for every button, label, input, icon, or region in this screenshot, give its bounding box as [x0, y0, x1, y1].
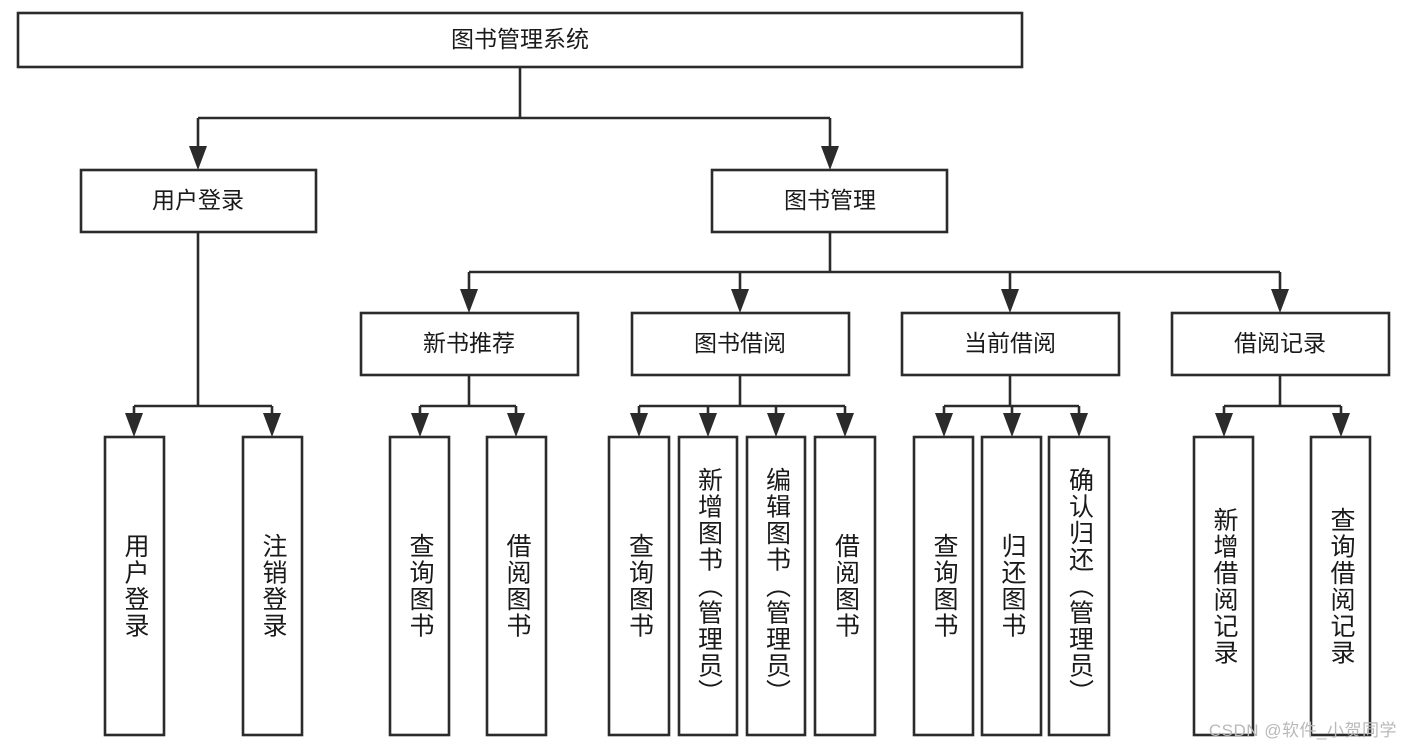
arrowhead-bookmgmt-to-current [1001, 289, 1019, 313]
arrowhead-borrow-leaf1 [630, 413, 648, 437]
node-box-book-management[interactable] [710, 168, 949, 234]
node-label-book-borrow: 图书借阅 [694, 330, 786, 356]
node-box-user-login[interactable] [79, 168, 318, 234]
arrowhead-root-to-userlogin [189, 146, 207, 170]
arrowhead-newbook-leaf1 [411, 413, 429, 437]
leaf-box-newbook-2[interactable] [485, 435, 548, 737]
arrowhead-bookmgmt-to-newbook [460, 289, 478, 313]
leaf-box-record-1[interactable] [1192, 435, 1255, 737]
arrowhead-borrow-leaf2 [699, 413, 717, 437]
arrowhead-borrow-leaf4 [836, 413, 854, 437]
node-box-borrow-record[interactable] [1170, 311, 1391, 377]
connector-group-borrow [630, 375, 854, 437]
arrowhead-borrow-leaf3 [767, 413, 785, 437]
connector-group-record [1215, 375, 1350, 437]
arrowhead-current-leaf2 [1003, 413, 1021, 437]
connector-group-bookmgmt [460, 232, 1289, 313]
arrowhead-record-leaf2 [1332, 413, 1350, 437]
leaf-box-borrow-3[interactable] [745, 435, 807, 737]
leaf-box-newbook-1[interactable] [388, 435, 451, 737]
connector-group-current [935, 375, 1088, 437]
leaf-box-current-1[interactable] [912, 435, 975, 737]
leaf-box-borrow-2[interactable] [677, 435, 739, 737]
node-box-book-borrow[interactable] [630, 311, 851, 377]
leaf-box-user-login-1[interactable] [103, 435, 166, 737]
node-box-root[interactable] [16, 11, 1024, 69]
arrowhead-root-to-bookmgmt [821, 146, 839, 170]
node-box-new-book-recommend[interactable] [359, 311, 580, 377]
node-label-borrow-record: 借阅记录 [1234, 330, 1326, 356]
leaf-box-record-2[interactable] [1309, 435, 1372, 737]
arrowhead-record-leaf1 [1215, 413, 1233, 437]
connector-group-userlogin [125, 232, 281, 437]
connector-group-root [189, 67, 839, 170]
arrowhead-newbook-leaf2 [507, 413, 525, 437]
watermark-text: CSDN @软件_小贺同学 [1208, 721, 1397, 740]
leaf-box-user-login-2[interactable] [241, 435, 304, 737]
arrowhead-current-leaf1 [935, 413, 953, 437]
arrowhead-bookmgmt-to-borrow [731, 289, 749, 313]
arrowhead-userlogin-leaf2 [263, 413, 281, 437]
connector-group-newbook [411, 375, 525, 437]
arrowhead-current-leaf3 [1070, 413, 1088, 437]
leaf-box-borrow-4[interactable] [813, 435, 877, 737]
node-label-current-borrow: 当前借阅 [964, 330, 1056, 356]
node-label-root: 图书管理系统 [451, 26, 589, 52]
arrowhead-bookmgmt-to-record [1271, 289, 1289, 313]
node-label-user-login: 用户登录 [152, 187, 244, 213]
node-label-new-book-recommend: 新书推荐 [423, 330, 515, 356]
leaf-box-current-2[interactable] [980, 435, 1043, 737]
leaf-box-current-3[interactable] [1047, 435, 1111, 737]
leaf-box-borrow-1[interactable] [607, 435, 671, 737]
node-label-book-management: 图书管理 [784, 187, 876, 213]
arrowhead-userlogin-leaf1 [125, 413, 143, 437]
node-box-current-borrow[interactable] [900, 311, 1121, 377]
